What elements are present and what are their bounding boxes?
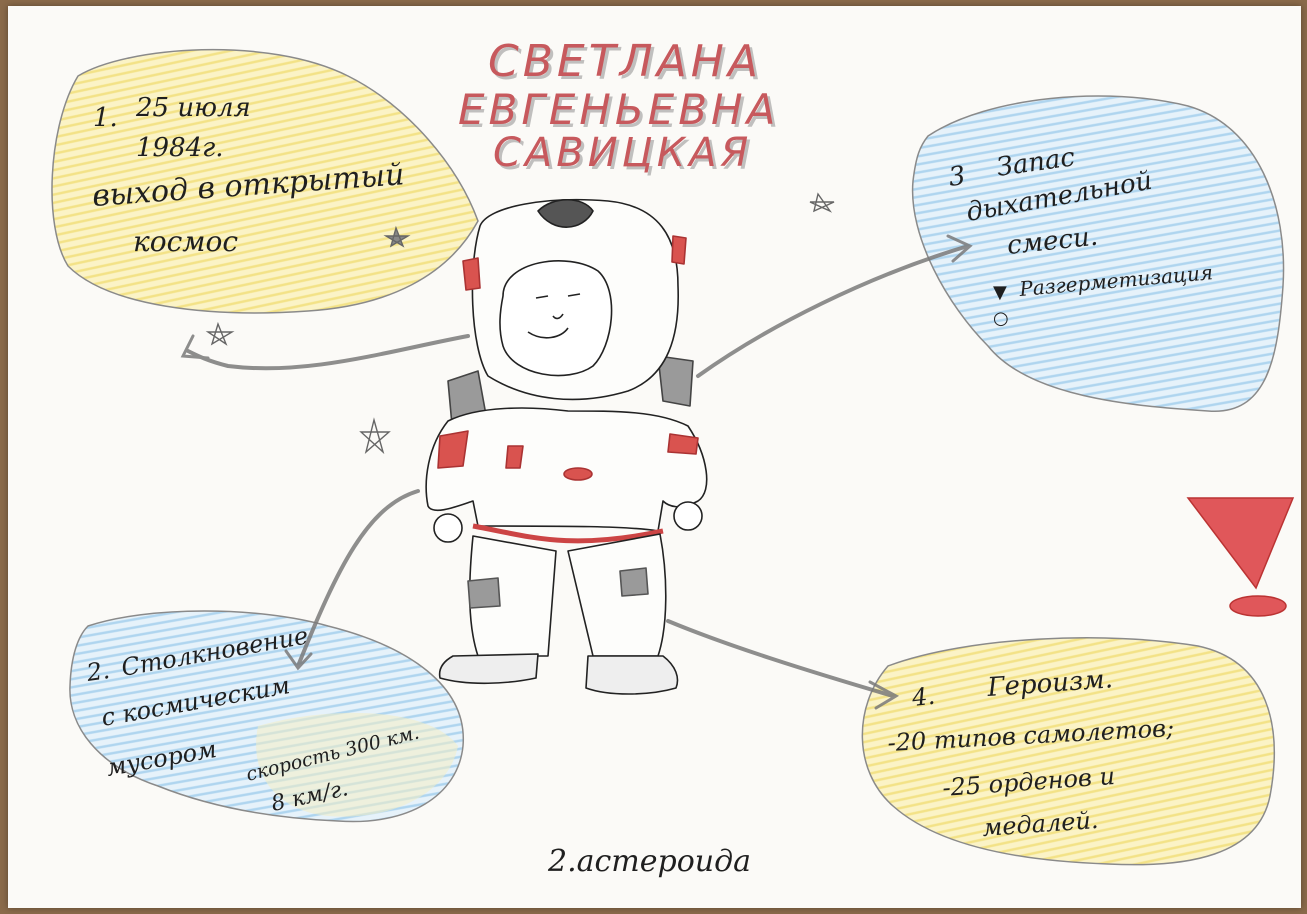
cloud-node-2 <box>69 610 464 823</box>
node-3-number: 3 <box>947 161 968 193</box>
node-1-line-2: 1984г. <box>136 133 224 163</box>
node-1-line-1: 25 июля <box>135 93 251 123</box>
node-2-number: 2. <box>84 656 112 687</box>
title-line2-shadow: ЕВГЕНЬЕВНА <box>461 88 782 137</box>
title-line3-shadow: САВИЦКАЯ <box>496 133 755 179</box>
title-line1: СВЕТЛАНА <box>488 36 762 87</box>
node-1-number: 1. <box>93 103 118 133</box>
arrow-to-node-1 <box>186 334 470 371</box>
mind-map-drawing: СВЕТЛАНА СВЕТЛАНА ЕВГЕНЬЕВНА ЕВГЕНЬЕВНА … <box>51 36 1295 879</box>
footer-note: 2.астероида <box>547 844 751 879</box>
paper-sheet: СВЕТЛАНА СВЕТЛАНА ЕВГЕНЬЕВНА ЕВГЕНЬЕВНА … <box>8 6 1301 908</box>
title-line3: САВИЦКАЯ <box>493 130 752 176</box>
cloud-node-1 <box>51 48 479 314</box>
arrow-to-node-4 <box>666 619 895 698</box>
warning-triangle-icon <box>1186 497 1295 617</box>
bullet-triangle-icon: ▼ <box>993 282 1007 303</box>
arrow-to-node-3 <box>696 244 970 378</box>
cloud-node-4 <box>861 637 1275 866</box>
node-1-line-4: космос <box>133 225 238 258</box>
title-block: СВЕТЛАНА СВЕТЛАНА ЕВГЕНЬЕВНА ЕВГЕНЬЕВНА … <box>458 36 782 179</box>
star-icon <box>205 192 835 455</box>
connectors <box>180 234 973 710</box>
bullet-circle-icon: ○ <box>993 308 1009 329</box>
node-4-number: 4. <box>910 682 937 712</box>
title-line1-shadow: СВЕТЛАНА <box>491 39 765 90</box>
cloud-node-3 <box>911 95 1285 412</box>
arrow-to-node-2 <box>296 489 420 668</box>
title-line2: ЕВГЕНЬЕВНА <box>458 85 779 134</box>
astronaut-drawing <box>425 198 708 695</box>
